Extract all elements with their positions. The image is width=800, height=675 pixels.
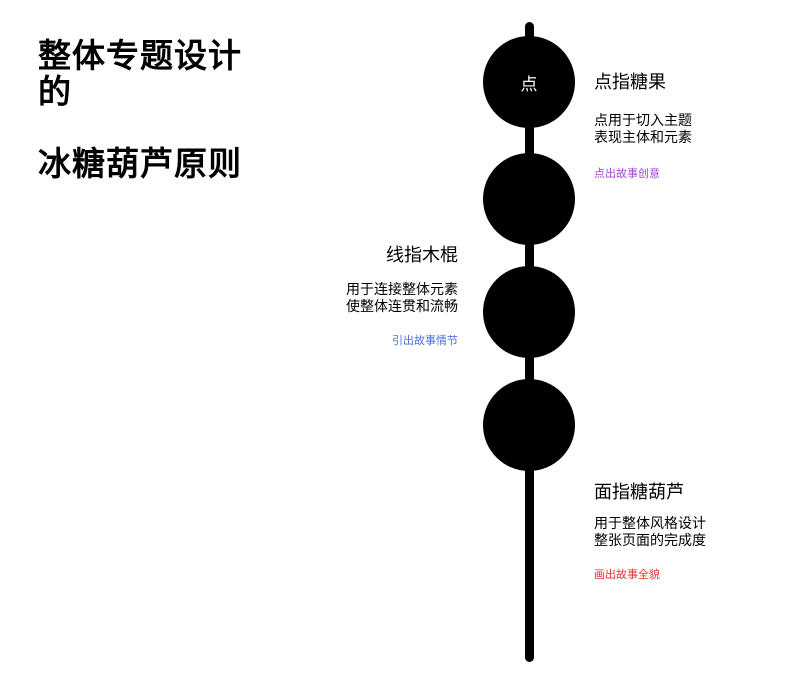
candy-ball-label: 点 (520, 74, 538, 95)
point-heading: 点指糖果 (594, 72, 666, 93)
surface-desc-2: 整张页面的完成度 (594, 533, 706, 549)
point-desc-2: 表现主体和元素 (594, 130, 692, 146)
point-story: 点出故事创意 (594, 167, 660, 180)
title-line-2: 的 (38, 72, 72, 111)
surface-desc-1: 用于整体风格设计 (594, 516, 706, 532)
title-line-1: 整体专题设计 (38, 36, 242, 75)
candy-ball-4 (483, 379, 575, 471)
point-desc-1: 点用于切入主题 (594, 113, 692, 129)
candy-ball-1: 点 (483, 36, 575, 128)
line-heading: 线指木棍 (386, 245, 458, 266)
title-line-3: 冰糖葫芦原则 (38, 144, 242, 183)
line-desc-1: 用于连接整体元素 (346, 282, 458, 298)
candy-ball-2 (483, 153, 575, 245)
surface-story: 画出故事全貌 (594, 568, 660, 581)
line-desc-2: 使整体连贯和流畅 (346, 299, 458, 315)
surface-heading: 面指糖葫芦 (594, 482, 684, 503)
candy-ball-3 (483, 266, 575, 358)
line-story: 引出故事情节 (392, 334, 458, 347)
